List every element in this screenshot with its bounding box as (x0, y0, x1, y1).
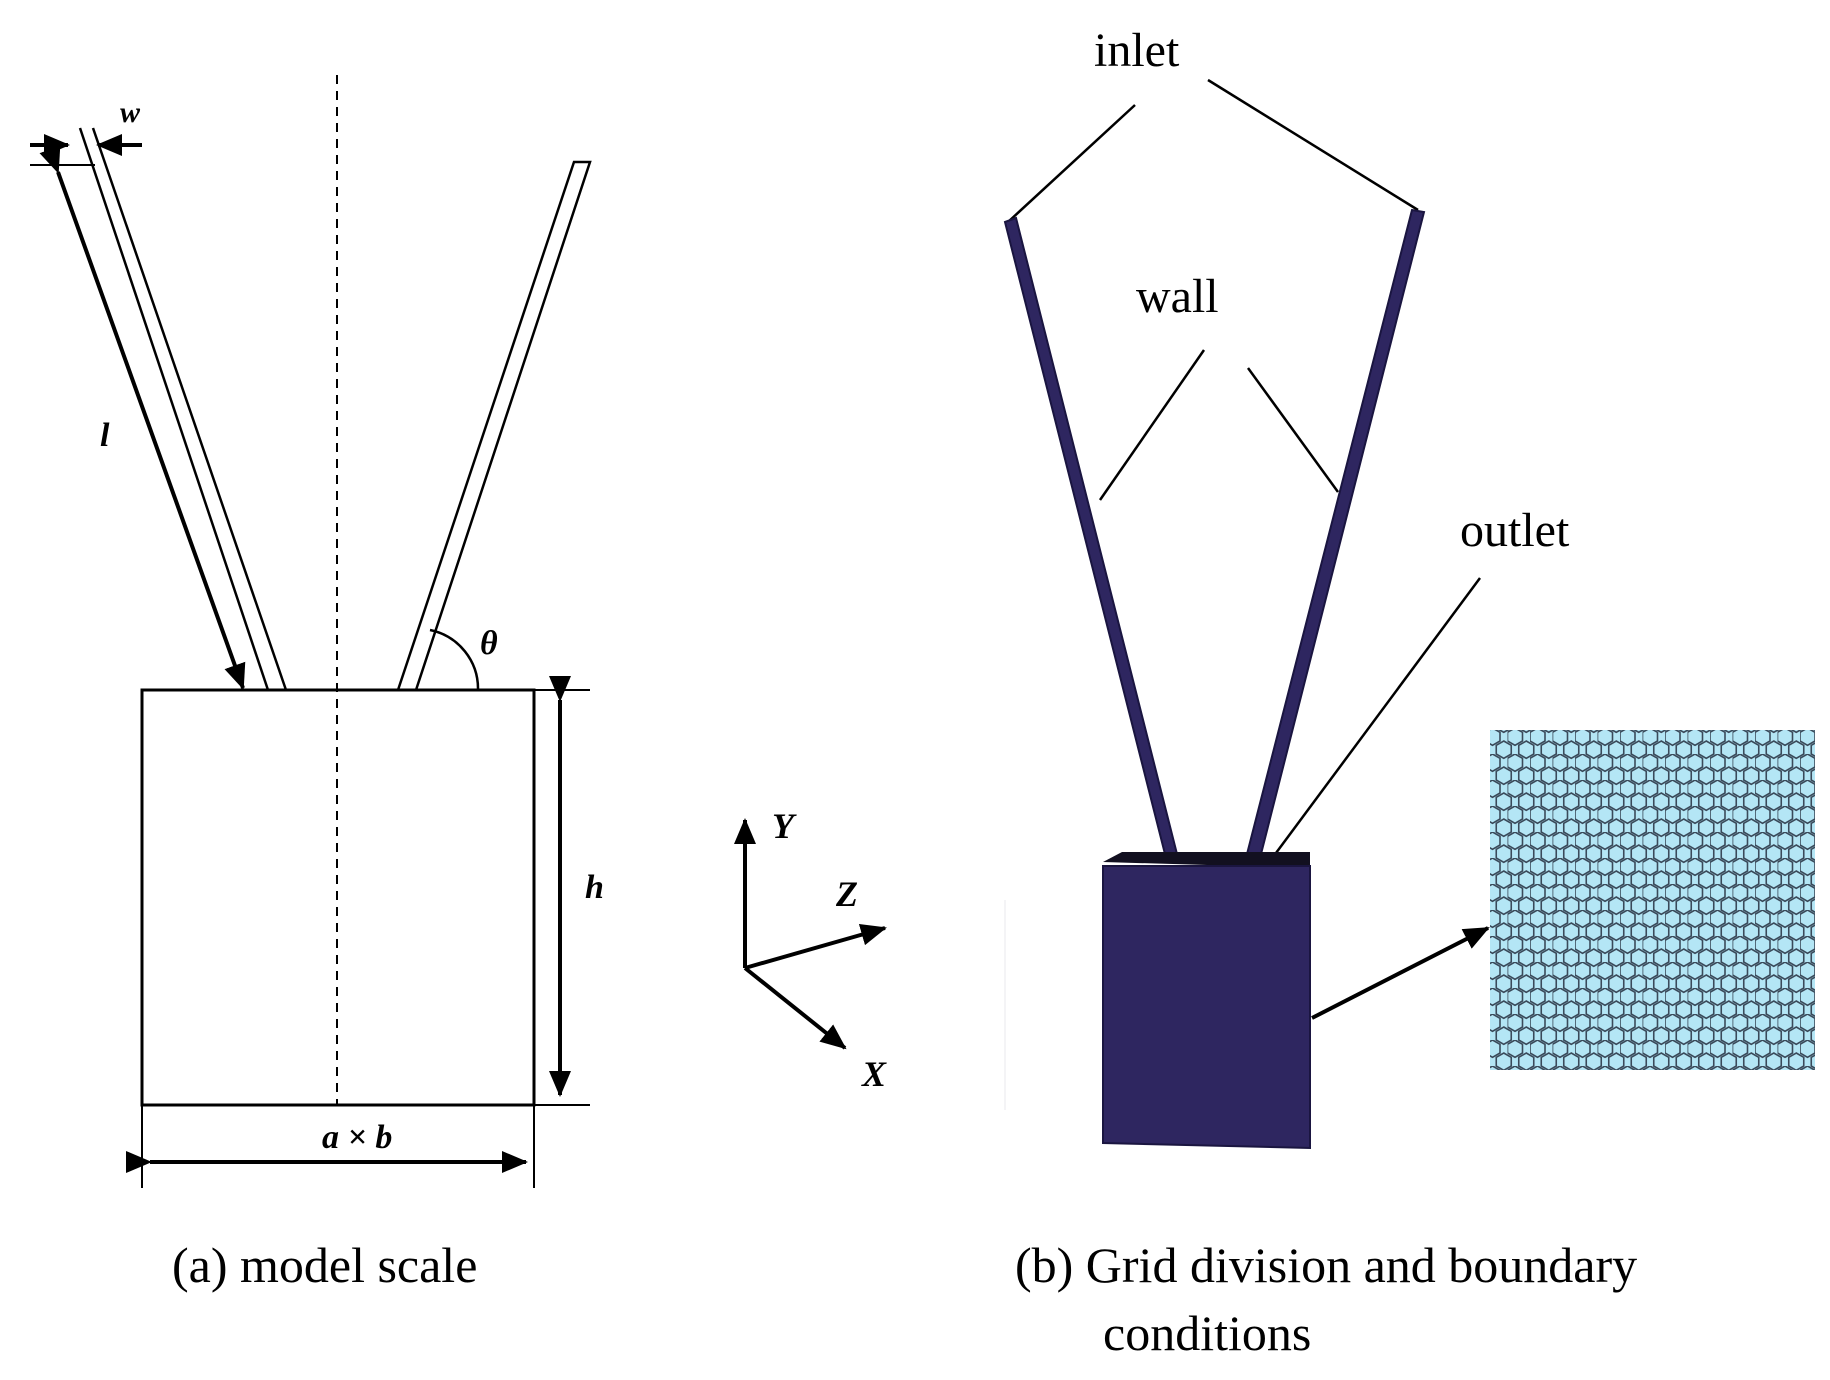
theta-label: θ (480, 625, 498, 662)
z-axis-label: Z (835, 874, 858, 914)
right-pipe (396, 160, 592, 692)
wall-leader-right (1246, 367, 1340, 493)
ab-label: a × b (322, 1119, 392, 1156)
w-label: w (120, 96, 141, 129)
left-pipe-third-edge (67, 128, 250, 690)
inlet-leader-left (1007, 104, 1136, 223)
zoom-arrow (1311, 926, 1490, 1020)
meshed-tank-top (1103, 852, 1310, 868)
x-axis-label: X (861, 1054, 887, 1094)
panel-a-caption: (a) model scale (172, 1237, 477, 1293)
theta-arc (429, 628, 480, 691)
panel-a-model-scale: h a × b l w θ (a) model scale (30, 75, 604, 1293)
hex-mesh-zoom (1490, 730, 1815, 1070)
h-label: h (585, 869, 604, 906)
panel-b-caption-line1: (b) Grid division and boundary (1015, 1237, 1637, 1293)
outlet-label: outlet (1460, 504, 1570, 557)
l-label: l (100, 417, 110, 454)
tank-outline (140, 688, 536, 1107)
right-meshed-pipe (1244, 208, 1426, 859)
left-pipe-inner-edge (78, 127, 270, 691)
inlet-label: inlet (1094, 24, 1180, 77)
panel-b-caption-line2: conditions (1103, 1305, 1311, 1361)
left-pipe-outer-edge (91, 127, 288, 691)
coordinate-axes: Y Z X (734, 806, 887, 1094)
x-axis-arrow (743, 966, 847, 1050)
meshed-tank (1102, 865, 1311, 1150)
l-dimension-arrow (39, 145, 246, 690)
wall-label: wall (1136, 270, 1219, 323)
inlet-leader-right (1207, 78, 1419, 212)
outlet-leader (1274, 577, 1482, 854)
panel-b-grid-boundary: inlet wall outlet (b) Grid division and … (1003, 24, 1815, 1361)
y-axis-label: Y (772, 806, 797, 846)
z-axis-arrow (744, 924, 887, 970)
wall-leader-left (1098, 349, 1206, 501)
